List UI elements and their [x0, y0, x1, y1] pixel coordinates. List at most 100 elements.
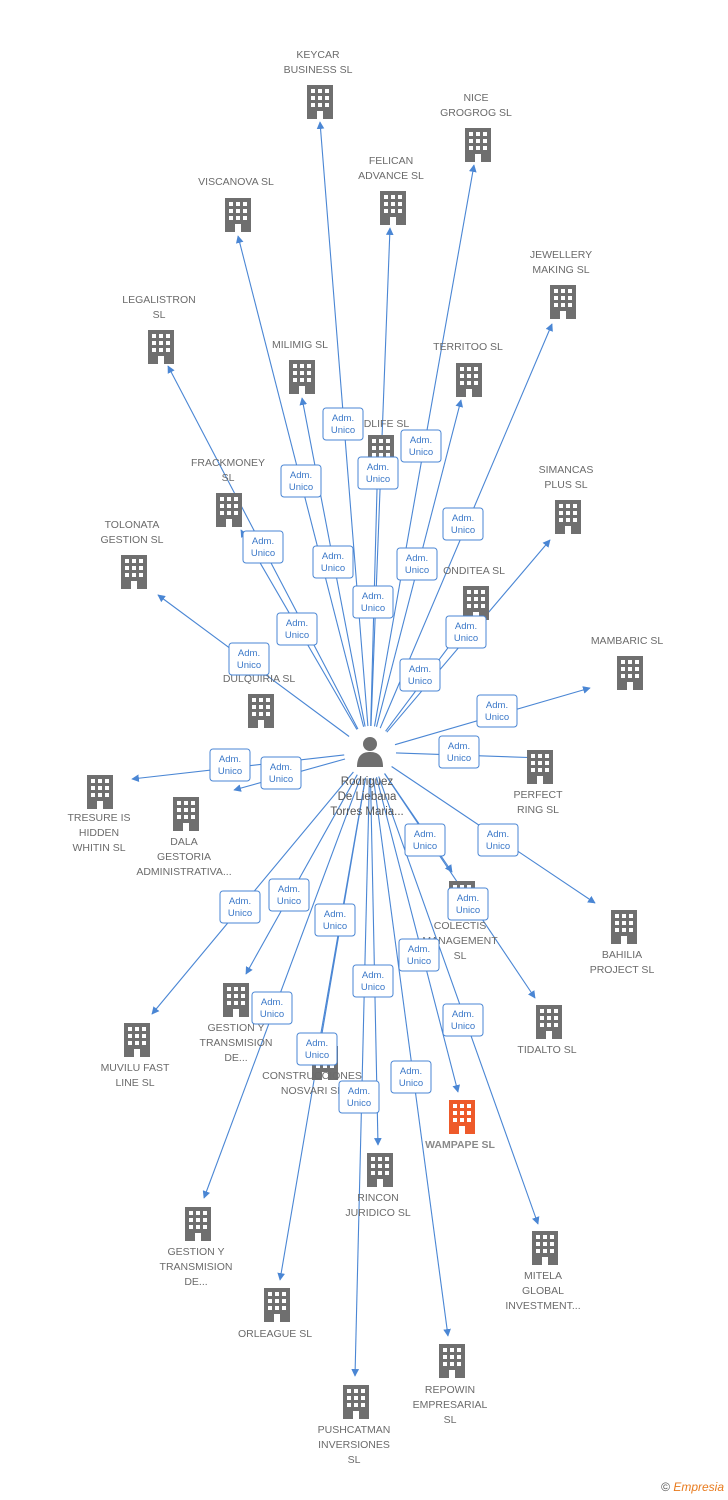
brand-logo[interactable]: Empresia [673, 1480, 724, 1494]
company-node-dulquiria[interactable]: DULQUIRIA SL [223, 673, 296, 728]
building-icon [185, 1207, 211, 1241]
company-name-pushcatman: SL [348, 1454, 361, 1466]
role-badge-text: Unico [285, 630, 309, 641]
role-badge-onditea[interactable]: Adm.Unico [399, 658, 441, 692]
role-badge-text: Adm. [238, 648, 260, 659]
company-node-mitela[interactable]: MITELAGLOBALINVESTMENT... [505, 1231, 581, 1312]
role-badge-text: Unico [451, 525, 475, 536]
role-badge-milimig[interactable]: Adm.Unico [312, 545, 354, 579]
company-name-keycar: KEYCAR [296, 49, 340, 61]
company-node-gestion2[interactable]: GESTION YTRANSMISIONDE... [160, 1207, 233, 1288]
role-badge-legalistron[interactable]: Adm.Unico [242, 530, 284, 564]
role-badge-muvilu[interactable]: Adm.Unico [219, 890, 261, 924]
role-badge-mambaric[interactable]: Adm.Unico [476, 694, 518, 728]
company-name-gestion2: GESTION Y [168, 1246, 225, 1258]
company-name-territoo: TERRITOO SL [433, 341, 503, 353]
company-node-viscanova[interactable]: VISCANOVA SL [198, 176, 274, 232]
role-badge-orleague[interactable]: Adm.Unico [296, 1032, 338, 1066]
company-name-dala: ADMINISTRATIVA... [136, 866, 231, 878]
role-badge-rincon[interactable]: Adm.Unico [352, 964, 394, 998]
building-icon [465, 128, 491, 162]
role-badge-text: Adm. [452, 513, 474, 524]
role-badge-gestion1[interactable]: Adm.Unico [268, 878, 310, 912]
role-badge-text: Unico [366, 474, 390, 485]
role-badge-frame [338, 1080, 380, 1114]
role-badge-simancas[interactable]: Adm.Unico [445, 615, 487, 649]
role-badge-keycar[interactable]: Adm.Unico [322, 407, 364, 441]
company-node-gestion1[interactable]: GESTION YTRANSMISIONDE... [200, 983, 273, 1064]
role-badge-construcciones[interactable]: Adm.Unico [314, 903, 356, 937]
role-badge-jewellery[interactable]: Adm.Unico [442, 507, 484, 541]
company-node-wampape[interactable]: WAMPAPE SL [425, 1100, 495, 1151]
role-badge-mitela[interactable]: Adm.Unico [442, 1003, 484, 1037]
building-icon [527, 750, 553, 784]
role-badge-dala[interactable]: Adm.Unico [260, 756, 302, 790]
company-name-frackmoney: FRACKMONEY [191, 457, 265, 469]
role-badge-text: Unico [361, 982, 385, 993]
role-badge-wampape[interactable]: Adm.Unico [398, 938, 440, 972]
role-badge-gestion2[interactable]: Adm.Unico [251, 991, 293, 1025]
company-name-tresure: HIDDEN [79, 827, 119, 839]
person-name: Torres Maria... [330, 806, 404, 818]
company-node-orleague[interactable]: ORLEAGUE SL [238, 1288, 312, 1340]
company-name-colectis: MANAGEMENT [422, 935, 498, 947]
role-badge-tresure[interactable]: Adm.Unico [209, 748, 251, 782]
role-badge-territoo[interactable]: Adm.Unico [396, 547, 438, 581]
role-badge-idlife[interactable]: Adm.Unico [352, 585, 394, 619]
company-node-dala[interactable]: DALAGESTORIAADMINISTRATIVA... [136, 797, 232, 878]
company-name-rincon: RINCON [357, 1192, 398, 1204]
building-icon [550, 285, 576, 319]
company-name-legalistron: SL [153, 309, 166, 321]
company-node-territoo[interactable]: TERRITOO SL [433, 341, 503, 397]
role-badge-frackmoney[interactable]: Adm.Unico [276, 612, 318, 646]
company-name-onditea: ONDITEA SL [443, 565, 505, 577]
company-node-milimig[interactable]: MILIMIG SL [272, 339, 328, 394]
role-badge-text: Adm. [400, 1066, 422, 1077]
company-node-idlife[interactable]: IDLIFE SL [361, 418, 410, 469]
company-name-tolonata: GESTION SL [100, 534, 163, 546]
role-badge-text: Unico [485, 712, 509, 723]
role-badge-viscanova[interactable]: Adm.Unico [280, 464, 322, 498]
role-badge-felican[interactable]: Adm.Unico [357, 456, 399, 490]
company-name-perfect: RING SL [517, 804, 559, 816]
role-badge-frame [280, 464, 322, 498]
role-badge-text: Unico [228, 908, 252, 919]
company-node-mambaric[interactable]: MAMBARIC SL [591, 635, 664, 690]
building-icon [456, 363, 482, 397]
company-name-repowin: EMPRESARIAL [413, 1399, 488, 1411]
role-badge-tidalto[interactable]: Adm.Unico [447, 887, 489, 921]
company-name-dala: DALA [170, 836, 197, 848]
role-badge-text: Unico [451, 1021, 475, 1032]
role-badge-repowin[interactable]: Adm.Unico [390, 1060, 432, 1094]
role-badge-nice[interactable]: Adm.Unico [400, 429, 442, 463]
company-node-tidalto[interactable]: TIDALTO SL [517, 1005, 577, 1056]
role-badge-text: Adm. [455, 621, 477, 632]
role-badge-bahilia[interactable]: Adm.Unico [477, 823, 519, 857]
role-badge-perfect[interactable]: Adm.Unico [438, 735, 480, 769]
role-badge-tolonata[interactable]: Adm.Unico [228, 642, 270, 676]
role-badge-frame [390, 1060, 432, 1094]
role-badge-frame [209, 748, 251, 782]
role-badge-colectis[interactable]: Adm.Unico [404, 823, 446, 857]
company-node-onditea[interactable]: ONDITEA SL [443, 565, 505, 620]
role-badge-text: Unico [218, 766, 242, 777]
role-badge-pushcatman[interactable]: Adm.Unico [338, 1080, 380, 1114]
